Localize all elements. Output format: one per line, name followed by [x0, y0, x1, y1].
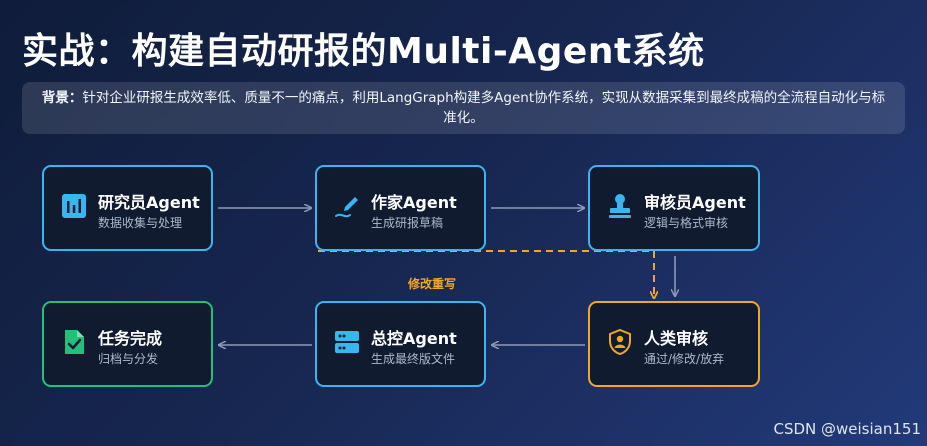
- server-icon: [335, 331, 359, 353]
- node-name: 总控Agent: [371, 329, 457, 348]
- bar-chart-icon: [62, 194, 86, 218]
- node-desc: 逻辑与格式审核: [644, 216, 729, 230]
- node-writer-agent: 作家Agent 生成研报草稿: [315, 165, 486, 251]
- node-name: 人类审核: [644, 329, 709, 348]
- node-name: 任务完成: [98, 329, 163, 348]
- node-desc: 生成最终版文件: [371, 352, 456, 366]
- background-label: 背景：: [41, 90, 83, 106]
- revise-label: 修改重写: [408, 277, 457, 291]
- node-desc: 生成研报草稿: [371, 216, 444, 230]
- node-name: 作家Agent: [371, 193, 457, 212]
- file-check-icon: [65, 330, 84, 354]
- user-shield-icon: [609, 328, 631, 356]
- node-reviewer-agent: 审核员Agent 逻辑与格式审核: [588, 165, 760, 251]
- watermark: CSDN @weisian151: [773, 420, 921, 438]
- background-note: 背景：针对企业研报生成效率低、质量不一的痛点，利用LangGraph构建多Age…: [22, 82, 905, 134]
- node-desc: 通过/修改/放弃: [644, 352, 725, 366]
- node-master-agent: 总控Agent 生成最终版文件: [315, 301, 486, 387]
- pen-icon: [335, 197, 358, 218]
- stamp-icon: [609, 194, 631, 218]
- arrow-revise-loop: [318, 250, 654, 298]
- background-text: 针对企业研报生成效率低、质量不一的痛点，利用LangGraph构建多Agent协…: [82, 90, 886, 126]
- node-desc: 归档与分发: [98, 352, 159, 366]
- node-researcher-agent: 研究员Agent 数据收集与处理: [42, 165, 213, 251]
- node-name: 研究员Agent: [98, 193, 200, 212]
- node-name: 审核员Agent: [644, 193, 746, 212]
- node-desc: 数据收集与处理: [98, 216, 183, 230]
- node-task-complete: 任务完成 归档与分发: [42, 301, 213, 387]
- node-human-review: 人类审核 通过/修改/放弃: [588, 301, 760, 387]
- page-title: 实战：构建自动研报的Multi-Agent系统: [22, 31, 705, 72]
